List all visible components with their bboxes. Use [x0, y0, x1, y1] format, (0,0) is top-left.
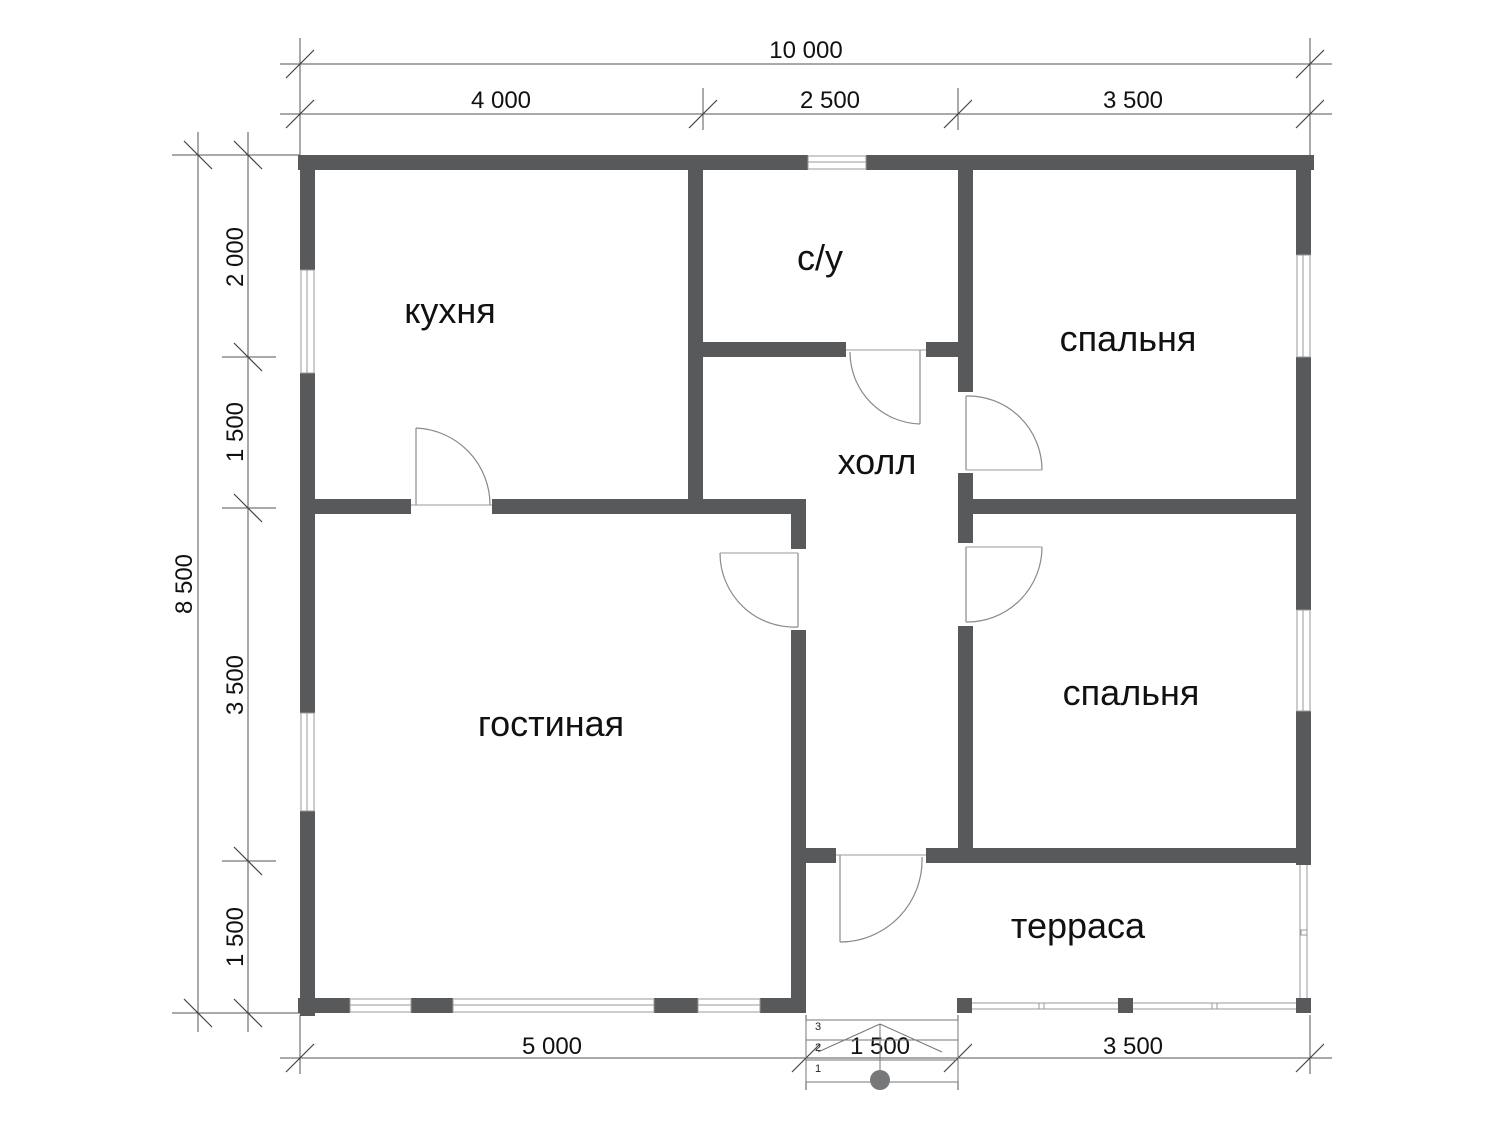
door-living-arc [719, 552, 799, 628]
wall-bottom-1 [298, 998, 350, 1013]
wall-right-1 [1296, 155, 1311, 255]
wall-top-right [866, 155, 1314, 170]
dim-bottom-seg-label: 5 000 [522, 1033, 582, 1060]
stair-step-number: 3 [815, 1021, 821, 1033]
dim-top-seg-label: 2 500 [800, 87, 860, 114]
wall-left-3 [300, 811, 315, 1016]
wall-kitchen-bath [688, 170, 703, 500]
terrace-post [1296, 998, 1311, 1013]
dim-tick [1295, 99, 1325, 129]
dim-tick [233, 140, 263, 170]
wall-bath-bottom-2 [926, 342, 958, 357]
dim-left-seg-label: 2 000 [222, 227, 249, 287]
dim-tick [1295, 49, 1325, 79]
wall-left-2 [300, 373, 315, 713]
dim-bottom-seg-label: 3 500 [1103, 1033, 1163, 1060]
door-kitchen-arc [415, 427, 491, 506]
stair-arrow [817, 1023, 881, 1053]
room-labels: кухня с/у холл спальня спальня гостиная … [404, 237, 1199, 946]
dim-tick [183, 998, 213, 1028]
wall-bottom-3 [654, 998, 698, 1013]
wall-bottom-2 [411, 998, 453, 1013]
stair-start-marker [870, 1070, 890, 1090]
terrace-railing [972, 865, 1308, 1010]
dim-tick [1295, 1043, 1325, 1073]
stair-step-number: 2 [815, 1042, 821, 1054]
wall-left-1 [300, 155, 315, 270]
dim-tick [688, 99, 718, 129]
railing-baluster [1211, 1002, 1218, 1010]
room-label-bedroom-1: спальня [1060, 318, 1197, 359]
dim-left-seg-label: 1 500 [222, 907, 249, 967]
wall-living-right-1 [791, 499, 806, 549]
door-bedroom1-arc [965, 395, 1043, 471]
terrace-post [1118, 998, 1133, 1013]
stair-arrow [879, 1023, 943, 1053]
wall-bath-bedroom-2 [958, 473, 973, 543]
wall-top-left [298, 155, 808, 170]
dim-tick [233, 998, 263, 1028]
room-label-living-room: гостиная [478, 703, 624, 744]
wall-living-right-2 [791, 630, 806, 1013]
wall-kitchen-living-1 [315, 499, 411, 514]
wall-kitchen-living-2 [492, 499, 806, 514]
dim-tick [943, 99, 973, 129]
railing-baluster [1038, 1002, 1045, 1010]
dim-tick [233, 342, 263, 372]
windows [300, 155, 1311, 1013]
door-bedroom2-arc [965, 546, 1043, 623]
dim-left-seg-label: 1 500 [222, 402, 249, 462]
dim-top-total-label: 10 000 [769, 37, 842, 64]
dim-tick [183, 140, 213, 170]
dim-left-seg-label: 3 500 [222, 655, 249, 715]
dim-top-seg-label: 4 000 [471, 87, 531, 114]
dimension-labels: 10 000 4 000 2 500 3 500 8 500 2 000 1 5… [171, 37, 1163, 1060]
dim-tick [233, 493, 263, 523]
room-label-hall: холл [838, 441, 917, 482]
dim-tick [285, 99, 315, 129]
room-label-bathroom: с/у [797, 237, 843, 278]
walls [298, 155, 1314, 1016]
wall-bath-bedroom-1 [958, 170, 973, 392]
dim-tick [285, 1043, 315, 1073]
room-label-terrace: терраса [1011, 905, 1146, 946]
stair-step-number: 1 [815, 1063, 821, 1075]
dim-top-seg-label: 3 500 [1103, 87, 1163, 114]
wall-right-3 [1296, 711, 1311, 865]
dim-tick [233, 846, 263, 876]
wall-terrace-top-2 [926, 848, 1311, 863]
room-label-bedroom-2: спальня [1063, 672, 1200, 713]
dimension-lines [172, 38, 1332, 1090]
door-entrance-arc [839, 856, 923, 943]
wall-bedroom-bedroom-left [958, 626, 973, 858]
dim-tick [285, 49, 315, 79]
wall-right-2 [1296, 357, 1311, 610]
wall-terrace-top-1 [806, 848, 836, 863]
entrance-stairs: 3 2 1 [805, 1019, 959, 1090]
doors [411, 349, 1043, 943]
railing-baluster [1300, 929, 1308, 936]
door-bath-arc [849, 351, 921, 425]
wall-bedrooms [973, 499, 1296, 514]
dim-left-total-label: 8 500 [171, 554, 198, 614]
terrace-post [957, 998, 972, 1013]
wall-bath-bottom-1 [703, 342, 846, 357]
room-label-kitchen: кухня [404, 290, 496, 331]
